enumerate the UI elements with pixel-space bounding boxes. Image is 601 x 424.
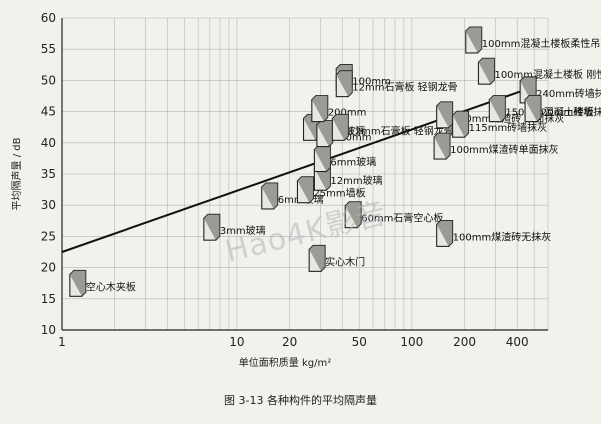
y-tick-label: 50 (41, 73, 56, 87)
x-tick-label: 200 (453, 335, 476, 349)
axes (61, 18, 548, 331)
sample-panel-edge (335, 70, 353, 97)
data-point: 6mm玻璃 (313, 145, 376, 173)
sample-panel-edge (478, 57, 495, 85)
data-point-label: 空心木夹板 (86, 280, 136, 293)
x-tick-label: 1 (58, 335, 66, 349)
x-tick-label: 100 (400, 335, 423, 349)
data-point: 115mm砖墙抹灰 (452, 110, 548, 138)
data-point-label: 60mm石膏空心板 (361, 212, 443, 225)
data-point: 空心木夹板 (69, 269, 136, 297)
data-point-label: 100mm煤渣砖无抹灰 (453, 230, 552, 243)
data-point-label: 3mm玻璃 (220, 224, 266, 237)
data-point: 100mm混凝土楼板 刚性吊顶 (477, 57, 601, 85)
data-point-label: 12mm玻璃 (330, 174, 382, 187)
data-point: 3mm玻璃 (203, 213, 266, 241)
sample-panel-edge (311, 95, 329, 122)
sample-panel-edge (261, 182, 279, 210)
data-point: 240mm砖墙抹灰 (519, 76, 601, 104)
data-point-label: 100mm (333, 133, 372, 144)
sample-panel-edge (297, 176, 314, 204)
x-tick-label: 400 (506, 335, 529, 349)
y-tick-label: 55 (41, 42, 56, 56)
sample-panel-edge (436, 219, 454, 247)
sample-panel-edge (203, 213, 221, 241)
sample-panel-edge (332, 113, 349, 141)
y-tick-label: 45 (41, 105, 56, 119)
data-point-label: 100mm混凝土楼板 刚性吊顶 (494, 68, 601, 81)
data-point: 100mm混凝土楼板柔性吊顶 (465, 26, 601, 54)
sample-panel-edge (308, 244, 326, 272)
x-tick-label: 10 (229, 335, 244, 349)
figure-caption: 图 3-13 各种构件的平均隔声量 (224, 394, 377, 407)
y-tick-label: 10 (41, 323, 56, 337)
x-tick-label: 20 (282, 335, 297, 349)
sample-panel-edge (489, 95, 506, 122)
data-point-label: 6mm玻璃 (330, 156, 376, 169)
data-point: 60mm石膏空心板 (344, 201, 443, 229)
data-point: 100mm煤渣砖单面抹灰 (433, 132, 559, 160)
sample-panel-edge (433, 132, 451, 160)
y-tick-label: 15 (41, 292, 56, 306)
data-point: 20mm砖墙抹灰 (524, 95, 601, 123)
data-point: 12mm石膏板 轻钢龙骨 (335, 70, 458, 98)
sample-panel-edge (69, 269, 87, 297)
data-point: 12mm石膏板 轻钢龙骨 (331, 113, 454, 141)
data-points: 空心木夹板3mm玻璃6mm玻璃25mm墙板12mm玻璃6mm玻璃6mm玻璃100… (69, 26, 601, 297)
data-point-label: 200mm (328, 108, 367, 119)
data-point-label: 115mm砖墙抹灰 (469, 121, 548, 134)
data-point: 200mm (311, 95, 367, 123)
sample-panel-edge (436, 101, 454, 129)
sample-panel-edge (524, 95, 542, 122)
x-tick-label: 50 (352, 335, 367, 349)
y-tick-label: 20 (41, 261, 56, 275)
y-axis-title: 平均隔声量 / dB (10, 137, 23, 210)
y-tick-label: 35 (41, 167, 56, 181)
sample-panel-edge (465, 26, 483, 54)
data-point-label: 实心木门 (325, 255, 365, 268)
sample-panel-edge (452, 110, 470, 138)
y-tick-label: 30 (41, 198, 56, 212)
data-point-label: 100mm (352, 76, 391, 87)
data-point-label: 240mm砖墙抹灰 (536, 87, 601, 100)
data-point: 100mm煤渣砖无抹灰 (436, 219, 552, 247)
x-axis-title: 单位面积质量 kg/m² (239, 356, 331, 369)
data-point-label: 12mm石膏板 轻钢龙骨 (352, 81, 457, 94)
data-point-label: 100mm煤渣砖单面抹灰 (450, 143, 559, 156)
sample-panel-edge (344, 201, 362, 228)
data-point-label: 100mm混凝土楼板柔性吊顶 (482, 37, 601, 50)
y-tick-label: 60 (41, 11, 56, 25)
y-tick-label: 40 (41, 136, 56, 150)
y-tick-label: 25 (41, 229, 56, 243)
data-point-label: 12mm石膏板 轻钢龙骨 (348, 124, 453, 137)
data-point: 实心木门 (308, 244, 365, 272)
data-point-label: 20mm砖墙抹灰 (541, 106, 601, 119)
